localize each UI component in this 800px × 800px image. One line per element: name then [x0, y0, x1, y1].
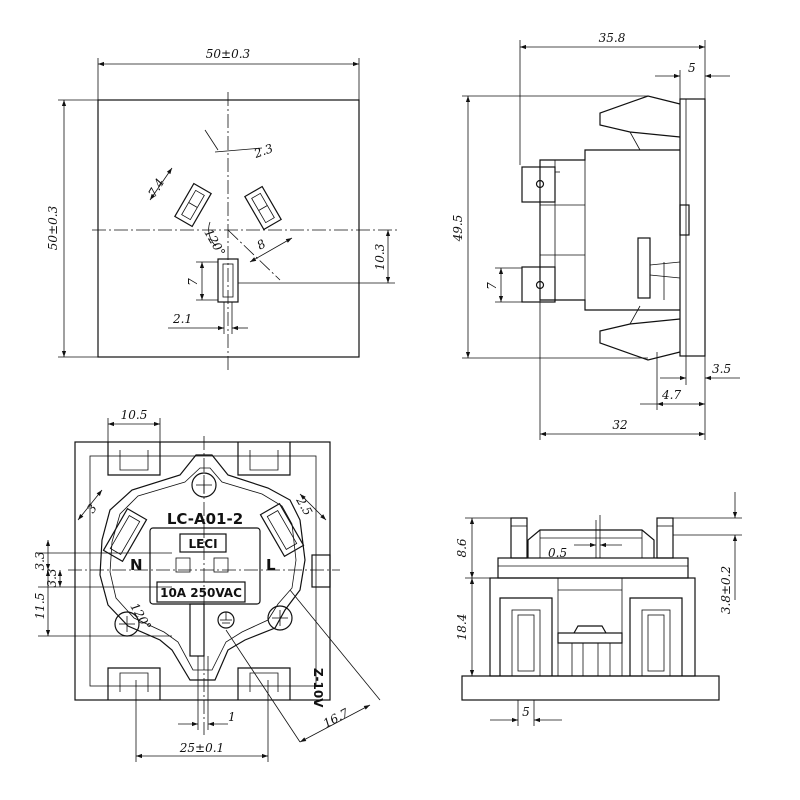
bottom-upper-height-dim: 8.6 — [455, 538, 469, 557]
front-earth-width-dim: 2.1 — [172, 312, 192, 326]
bottom-view: 0.5 8.6 18.4 3.8±0.2 5 — [455, 492, 742, 726]
rear-left-dim-a: 3.3 — [33, 551, 47, 570]
front-left-slot — [174, 182, 212, 228]
rear-live-label: L — [266, 556, 276, 574]
side-flange-dim: 5 — [688, 61, 696, 75]
rear-slot-left-dim: 3 — [84, 501, 100, 516]
rear-right-terminal — [259, 502, 305, 558]
side-body-depth-dim: 32 — [612, 418, 627, 432]
rear-neutral-label: N — [130, 556, 143, 574]
side-terminal-dim: 7 — [485, 282, 499, 290]
rear-pin-gap-dim: 1 — [228, 710, 236, 724]
front-pin-width-dim: 2.3 — [251, 141, 275, 161]
rear-left-terminal — [102, 507, 148, 563]
front-offset-dim: 10.3 — [373, 243, 387, 270]
side-lip-dim: 3.5 — [712, 362, 731, 376]
front-view: 50±0.3 50±0.3 2.3 7.4 120° 8 10.3 7 2.1 — [46, 47, 400, 370]
bottom-lower-height-dim: 18.4 — [455, 614, 469, 641]
rear-brand-label: LECI — [188, 537, 217, 551]
side-view: 35.8 5 49.5 7 3.5 4.7 32 — [451, 31, 740, 440]
side-depth-dim: 35.8 — [599, 31, 626, 45]
rear-top-tabs — [107, 442, 291, 700]
rear-diag-dim: 16.7 — [321, 706, 351, 731]
front-earth-slot — [217, 258, 239, 303]
front-spacing-dim: 8 — [255, 236, 269, 252]
rear-left-dim-c: 11.5 — [33, 593, 47, 620]
rear-tab-spacing-dim: 10.5 — [121, 408, 148, 422]
bottom-pin-dim: 5 — [522, 705, 530, 719]
front-angle-dim: 120° — [201, 227, 228, 259]
rear-width-dim: 25±0.1 — [179, 741, 224, 755]
bottom-tab-gap-dim: 0.5 — [548, 546, 567, 560]
front-height-dim: 50±0.3 — [46, 205, 60, 250]
rear-rating-label: 10A 250VAC — [160, 586, 242, 600]
side-step-dim: 4.7 — [661, 388, 681, 402]
rear-slot-right-dim: 2.5 — [293, 494, 315, 518]
front-earth-slot-dim: 7 — [186, 278, 200, 286]
rear-side-mark: Z-10V — [311, 668, 325, 708]
rear-model-label: LC-A01-2 — [167, 510, 243, 528]
rear-view: LC-A01-2 LECI N L 10A 250VAC 120° Z-10V … — [33, 408, 381, 762]
rear-left-dim-b: 3.3 — [45, 568, 59, 587]
front-right-slot — [244, 185, 282, 231]
side-height-dim: 49.5 — [451, 215, 465, 243]
bottom-right-dim: 3.8±0.2 — [719, 566, 733, 614]
front-width-dim: 50±0.3 — [206, 47, 251, 61]
